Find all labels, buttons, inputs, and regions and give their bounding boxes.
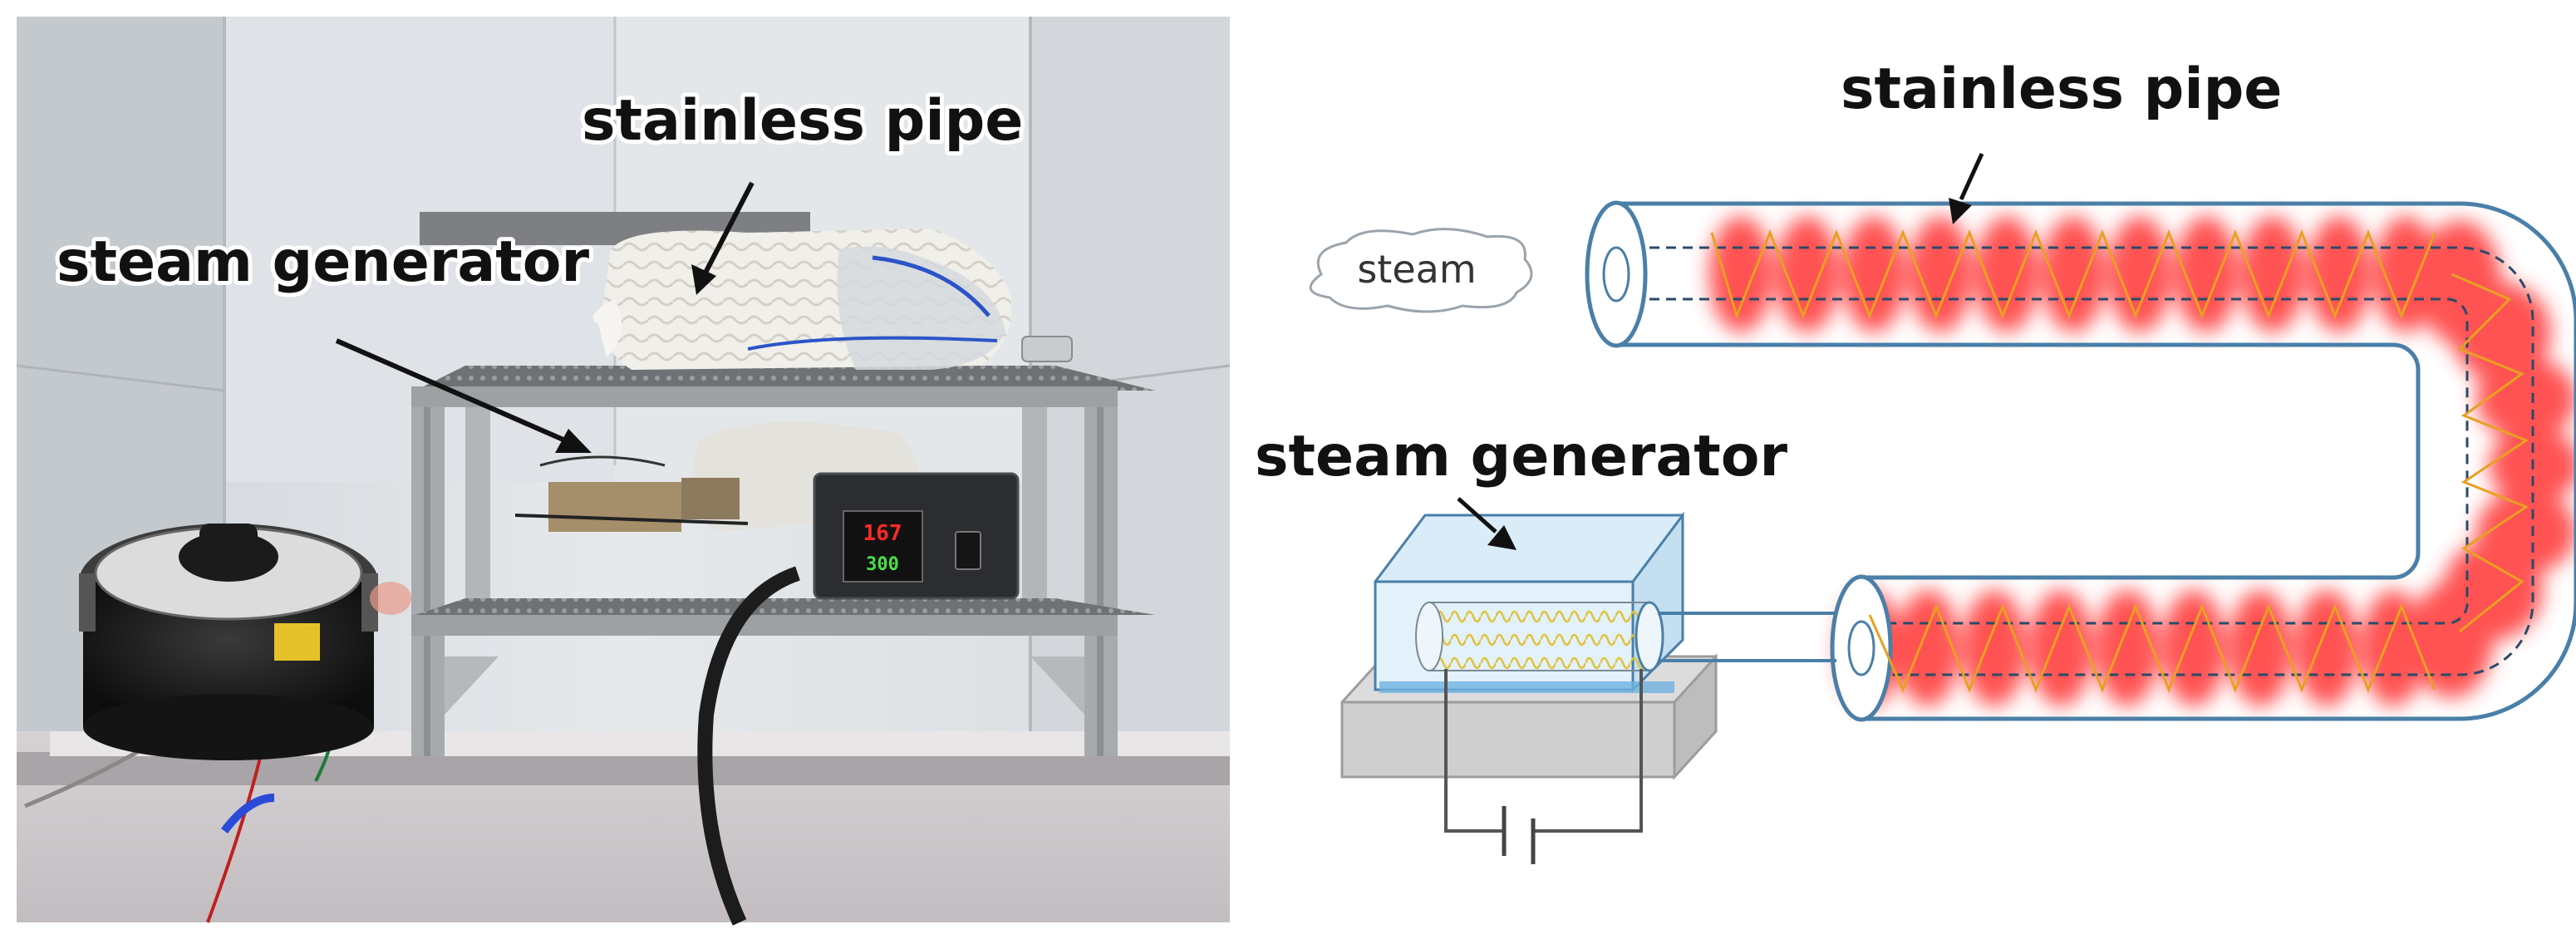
pipe-inner-dash-outer	[1616, 246, 2534, 676]
diagram-arrow-generator	[1457, 497, 1497, 533]
steam-label: steam	[1357, 247, 1476, 292]
photo-arrow-pipe	[702, 181, 755, 276]
steam-cloud: steam	[1309, 228, 1533, 313]
power-cable	[697, 566, 801, 926]
variac-transformer	[79, 524, 378, 760]
heating-coil	[1710, 229, 2529, 694]
photo-panel: 167 300 stainless pipe steam generator	[16, 17, 1231, 926]
pipe-inner-dash-inner	[1616, 297, 2469, 625]
schematic-panel: steam stainless pipe	[1255, 57, 2576, 864]
photo-label-stainless-pipe: stainless pipe	[582, 88, 1023, 154]
controller-display-top: 167	[863, 521, 902, 546]
temperature-controller: 167 300	[813, 472, 1020, 600]
pipe-outlet-end	[1830, 574, 1893, 722]
diagram-label-stainless-pipe: stainless pipe	[1841, 57, 2282, 122]
diagram-arrow-pipe	[1959, 152, 1984, 201]
pipe-inlet-end	[1585, 200, 1648, 348]
diagram-label-steam-generator: steam generator	[1255, 424, 1787, 489]
power-switch	[955, 531, 981, 570]
photo-arrow-generator	[335, 338, 567, 443]
aluminium-frame	[411, 366, 1155, 756]
wrapped-pipe	[592, 229, 1073, 370]
pipe-outer-wall	[1616, 201, 2576, 721]
steam-generator-block	[548, 482, 681, 532]
pipe-inner-wall	[1616, 342, 2421, 580]
controller-display-bottom: 300	[866, 554, 899, 575]
photo-label-steam-generator: steam generator	[57, 229, 589, 295]
steam-generator	[1340, 511, 1836, 864]
